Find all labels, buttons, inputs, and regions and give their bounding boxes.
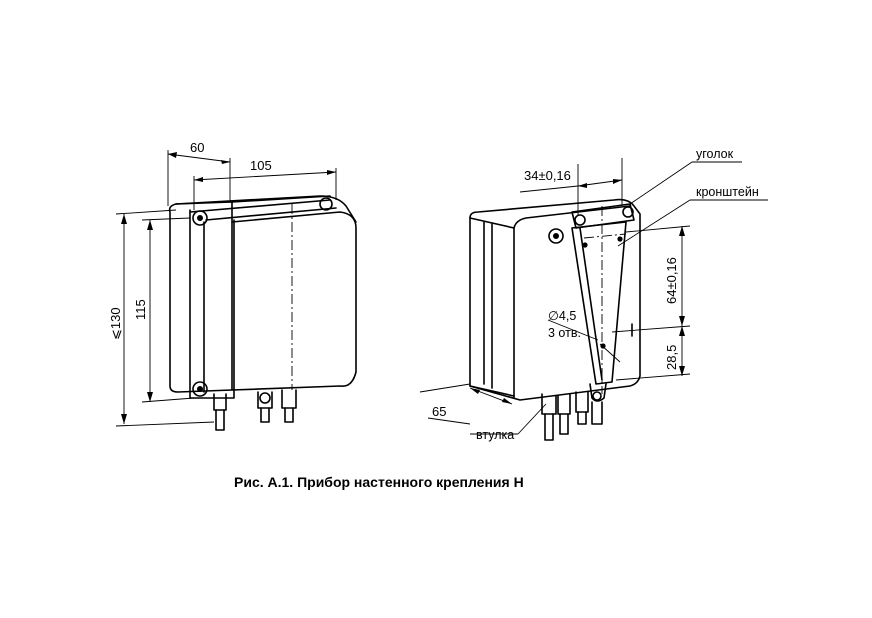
front-view: [115, 150, 357, 431]
rear-dimension-labels: 34±0,16 64±0,16 28,5 65 ∅4,5 3 отв. угол…: [432, 147, 759, 442]
hole-diameter-label: ∅4,5: [548, 309, 576, 323]
dimension-height-mount: 115: [133, 299, 148, 320]
dimension-bottom-offset: 28,5: [664, 345, 679, 370]
callout-bracket: кронштейн: [696, 185, 759, 199]
callout-bushing: втулка: [476, 428, 514, 442]
callout-corner: уголок: [696, 147, 734, 161]
dimension-width: 105: [250, 158, 272, 173]
front-dimension-labels: 60 105 ⩽130 115: [108, 140, 272, 340]
dimension-height-max: ⩽130: [108, 307, 123, 340]
hole-count-label: 3 отв.: [548, 326, 581, 340]
dimension-side-offset: 65: [432, 404, 446, 419]
dimension-depth: 60: [190, 140, 204, 155]
rear-view: [419, 158, 768, 441]
dimension-hole-spacing: 64±0,16: [664, 257, 679, 304]
figure-caption: Рис. А.1. Прибор настенного крепления Н: [234, 474, 524, 490]
dimension-bracket-width: 34±0,16: [524, 168, 571, 183]
